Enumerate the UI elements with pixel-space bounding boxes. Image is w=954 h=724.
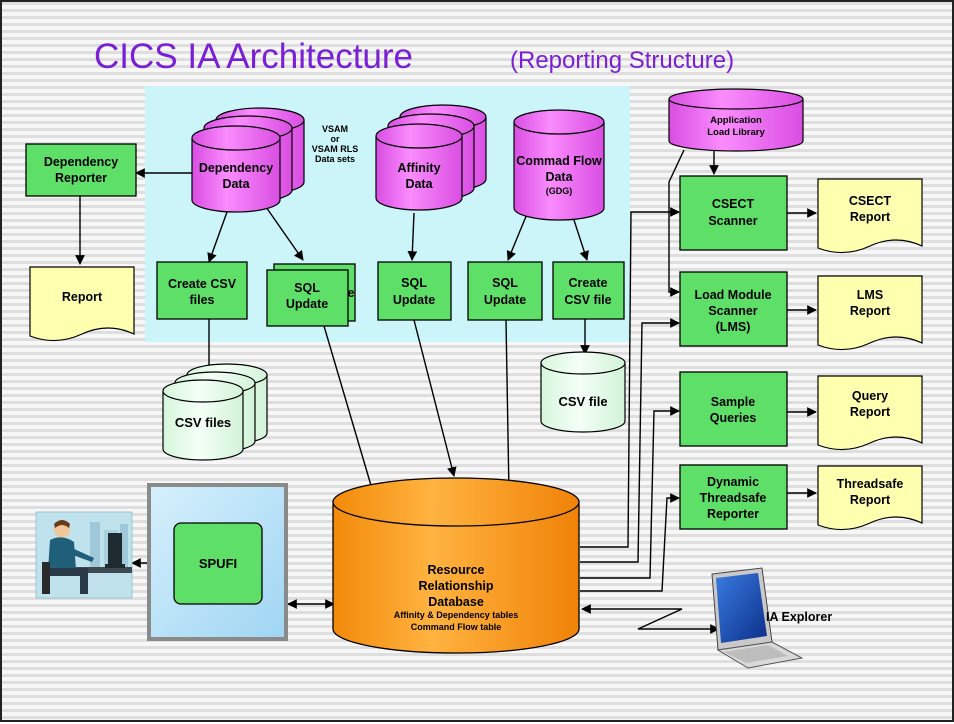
lms-label: Load Module: [694, 288, 771, 302]
threadsafe-reporter-label: Dynamic: [707, 475, 759, 489]
report-doc: [29, 266, 135, 342]
sql-update-3-label: SQL: [492, 276, 518, 290]
create-csv-file-box: [552, 261, 625, 320]
threadsafe-report-doc: [817, 465, 923, 531]
vsam-note-line-3: VSAM RLS: [312, 144, 359, 154]
diagram-title: CICS IA Architecture: [94, 37, 413, 76]
vsam-note-line-2: or: [331, 134, 340, 144]
create-csv-file-label-2: CSV file: [564, 293, 611, 307]
sql-update-1-back-label: e: [348, 286, 355, 300]
csect-scanner-label: CSECT: [712, 197, 755, 211]
csect-report-label: CSECT: [849, 194, 892, 208]
csect-scanner-label-2: Scanner: [708, 214, 757, 228]
lms-report-label: LMS: [857, 288, 883, 302]
csect-report-label-2: Report: [850, 210, 891, 224]
diagram-subtitle: (Reporting Structure): [510, 47, 734, 74]
sql-update-1-box: [266, 269, 349, 327]
sql-update-3-box: [467, 261, 543, 321]
user-at-terminal-icon: [35, 511, 133, 599]
app-load-library-label: Application: [710, 115, 762, 126]
command-flow-data-label: Commad Flow: [516, 154, 602, 168]
dependency-data-label-2: Data: [222, 177, 250, 191]
lms-report-label-2: Report: [850, 304, 891, 318]
ia-explorer-laptop-icon: [711, 567, 804, 669]
create-csv-files-label-2: files: [189, 293, 214, 307]
threadsafe-reporter-label-2: Threadsafe: [700, 491, 767, 505]
dependency-reporter-box: [25, 143, 137, 197]
sql-update-2-box: [377, 261, 452, 321]
threadsafe-report-label-2: Report: [850, 493, 891, 507]
lms-box: [679, 271, 788, 347]
database-label: Resource: [428, 563, 485, 577]
sql-update-1-label-2: Update: [286, 297, 328, 311]
csv-file-store: CSV file: [540, 351, 626, 433]
csv-file-label: CSV file: [558, 394, 607, 409]
csv-files-label: CSV files: [175, 415, 231, 430]
csect-scanner-box: [679, 175, 788, 251]
lms-label-2: Scanner: [708, 304, 757, 318]
create-csv-files-label: Create CSV: [168, 277, 237, 291]
sql-update-2-label-2: Update: [393, 293, 435, 307]
sql-update-1-label: SQL: [294, 281, 320, 295]
dependency-reporter-label-2: Reporter: [55, 171, 107, 185]
dependency-data-store: Dependency Data: [191, 107, 305, 213]
sql-update-3-label-2: Update: [484, 293, 526, 307]
csv-files-store: CSV files: [162, 363, 268, 461]
dependency-data-label: Dependency: [199, 161, 273, 175]
report-label: Report: [62, 290, 103, 304]
database-label-2: Relationship: [418, 579, 493, 593]
command-flow-data-label-2: Data: [545, 170, 573, 184]
query-report-label: Query: [852, 389, 888, 403]
command-flow-data-label-3: (GDG): [546, 186, 573, 196]
threadsafe-report-label: Threadsafe: [837, 477, 904, 491]
connectors: [75, 149, 817, 634]
command-flow-data-store: Commad Flow Data (GDG): [513, 109, 605, 221]
vsam-note: VSAM or VSAM RLS Data sets: [312, 124, 359, 164]
sample-queries-box: [679, 371, 788, 447]
spufi-label: SPUFI: [199, 556, 237, 571]
threadsafe-reporter-label-3: Reporter: [707, 507, 759, 521]
dependency-reporter-label: Dependency: [44, 155, 118, 169]
affinity-data-label-2: Data: [405, 177, 433, 191]
lms-report-doc: [817, 275, 923, 351]
resource-relationship-database: Resource Relationship Database Affinity …: [332, 477, 580, 654]
application-load-library: Application Load Library: [668, 88, 804, 152]
affinity-data-store: Affinity Data: [375, 104, 487, 211]
threadsafe-reporter-box: [679, 464, 788, 530]
create-csv-files-box: [156, 261, 248, 320]
sample-queries-label-2: Queries: [710, 411, 757, 425]
query-report-doc: [817, 375, 923, 451]
database-label-3: Database: [428, 595, 484, 609]
lms-label-3: (LMS): [716, 320, 751, 334]
sql-update-2-label: SQL: [401, 276, 427, 290]
query-report-label-2: Report: [850, 405, 891, 419]
csect-report-doc: [817, 178, 923, 254]
app-load-library-label-2: Load Library: [707, 127, 765, 138]
spufi-panel: SPUFI: [147, 483, 288, 641]
sample-queries-label: Sample: [711, 395, 756, 409]
vsam-note-line-4: Data sets: [315, 154, 355, 164]
affinity-data-label: Affinity: [397, 161, 440, 175]
vsam-note-line-1: VSAM: [322, 124, 348, 134]
database-label-5: Command Flow table: [411, 622, 502, 632]
ia-explorer-label: IA Explorer: [766, 610, 832, 624]
spufi-box: [173, 522, 263, 605]
create-csv-file-label: Create: [569, 276, 608, 290]
database-label-4: Affinity & Dependency tables: [394, 610, 519, 620]
